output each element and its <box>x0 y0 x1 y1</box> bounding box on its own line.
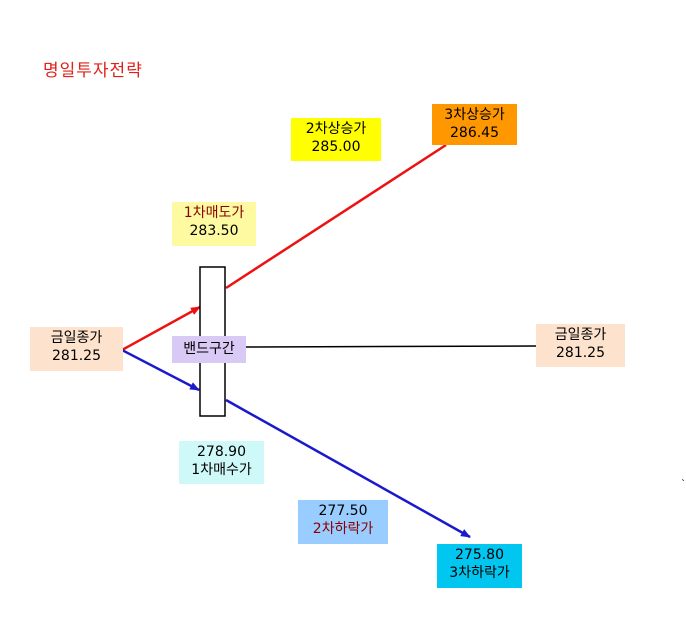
fall-3rd-value: 275.80 <box>455 547 504 563</box>
stray-mark: ` <box>681 479 686 490</box>
down-arrow-to-band <box>121 348 200 392</box>
rise-2nd-value: 285.00 <box>311 139 361 155</box>
up-arrow-to-band <box>121 305 201 352</box>
fall-2nd-label: 2차하락가 <box>312 521 374 537</box>
band-label: 밴드구간 <box>183 341 235 357</box>
page-title: 명일투자전략 <box>43 61 143 81</box>
rise-3rd-box: 3차상승가 286.45 <box>432 104 517 145</box>
flat-line <box>244 345 537 348</box>
band-label-box: 밴드구간 <box>172 336 246 363</box>
rise-3rd-value: 286.45 <box>450 125 499 141</box>
today-close-right-value: 281.25 <box>556 345 605 361</box>
today-close-right-label: 금일종가 <box>554 327 607 343</box>
rise-2nd-label: 2차상승가 <box>305 121 367 137</box>
fall-3rd-box: 275.80 3차하락가 <box>437 544 522 588</box>
buy-1st-label: 1차매수가 <box>191 462 252 478</box>
buy-1st-box: 278.90 1차매수가 <box>179 441 264 484</box>
buy-1st-value: 278.90 <box>197 444 246 460</box>
sell-1st-value: 283.50 <box>189 223 239 239</box>
fall-2nd-value: 277.50 <box>318 503 368 519</box>
today-close-left-label: 금일종가 <box>50 330 103 346</box>
sell-1st-label: 1차매도가 <box>183 205 245 221</box>
fall-3rd-label: 3차하락가 <box>449 565 510 581</box>
up-arrow-to-rise3 <box>225 143 447 290</box>
today-close-left-box: 금일종가 281.25 <box>30 327 123 371</box>
sell-1st-box: 1차매도가 283.50 <box>172 202 256 246</box>
fall-2nd-box: 277.50 2차하락가 <box>298 500 388 544</box>
rise-2nd-box: 2차상승가 285.00 <box>291 118 381 161</box>
down-arrow-to-fall3 <box>225 398 471 539</box>
today-close-right-box: 금일종가 281.25 <box>536 324 625 367</box>
rise-3rd-label: 3차상승가 <box>444 107 505 123</box>
today-close-left-value: 281.25 <box>52 348 101 364</box>
